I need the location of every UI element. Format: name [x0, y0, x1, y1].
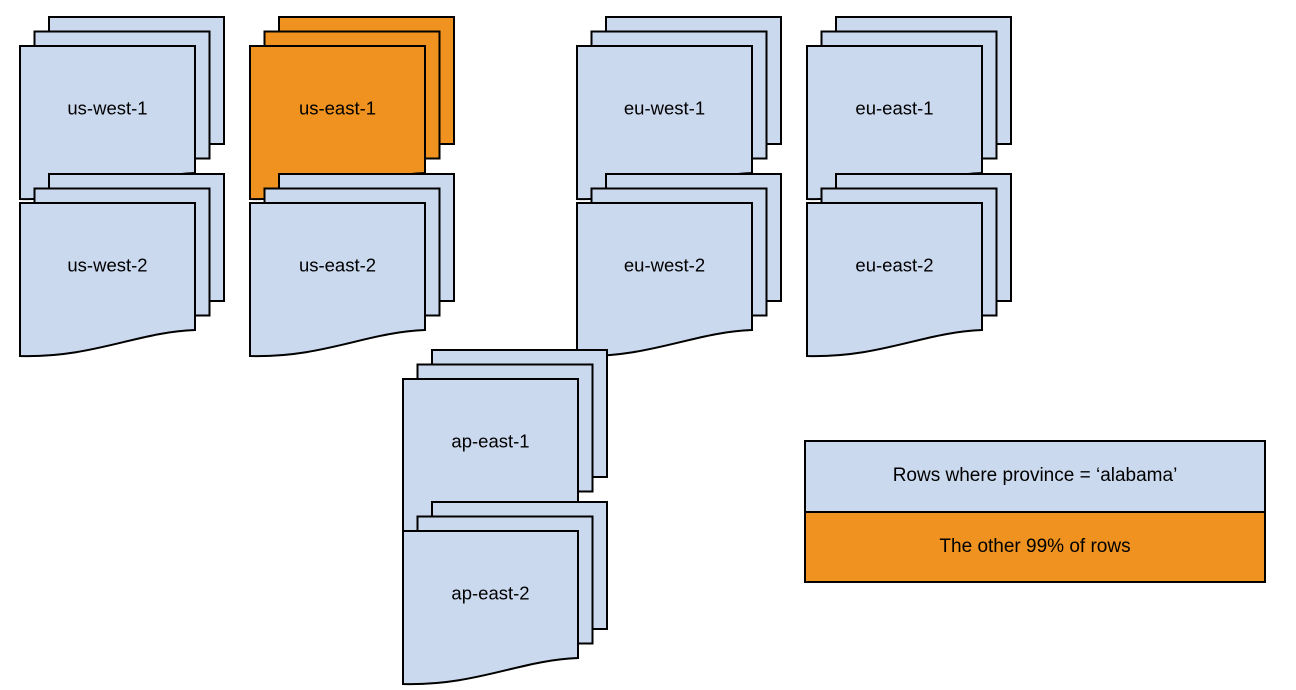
document-sheet-front — [249, 202, 426, 358]
document-stack-graphic: us-east-1 — [249, 16, 455, 201]
document-stack-graphic: ap-east-1 — [402, 349, 608, 534]
legend-row-orange: The other 99% of rows — [806, 512, 1264, 581]
document-stack-ap-east-2[interactable]: ap-east-2 — [401, 500, 611, 690]
document-stack-graphic: ap-east-2 — [402, 501, 608, 686]
document-stack-eu-west-2[interactable]: eu-west-2 — [575, 172, 785, 362]
document-stack-us-east-2[interactable]: us-east-2 — [248, 172, 458, 362]
legend-row-blue: Rows where province = ‘alabama’ — [806, 442, 1264, 513]
document-stack-us-west-2[interactable]: us-west-2 — [18, 172, 228, 362]
document-stack-us-east-1[interactable]: us-east-1 — [248, 15, 458, 205]
document-sheet-front — [19, 202, 196, 358]
document-stack-eu-east-2[interactable]: eu-east-2 — [805, 172, 1015, 362]
document-stack-graphic: eu-east-2 — [806, 173, 1012, 358]
document-stack-ap-east-1[interactable]: ap-east-1 — [401, 348, 611, 538]
document-sheet-front — [576, 202, 753, 358]
document-stack-graphic: us-west-1 — [19, 16, 225, 201]
document-stack-graphic: eu-west-2 — [576, 173, 782, 358]
document-sheet-front — [806, 202, 983, 358]
legend: Rows where province = ‘alabama’ The othe… — [804, 440, 1266, 583]
document-stack-us-west-1[interactable]: us-west-1 — [18, 15, 228, 205]
legend-label-orange: The other 99% of rows — [939, 535, 1131, 557]
legend-label-blue: Rows where province = ‘alabama’ — [892, 465, 1178, 487]
document-stack-graphic: us-west-2 — [19, 173, 225, 358]
document-sheet-front — [402, 530, 579, 686]
document-stack-graphic: us-east-2 — [249, 173, 455, 358]
